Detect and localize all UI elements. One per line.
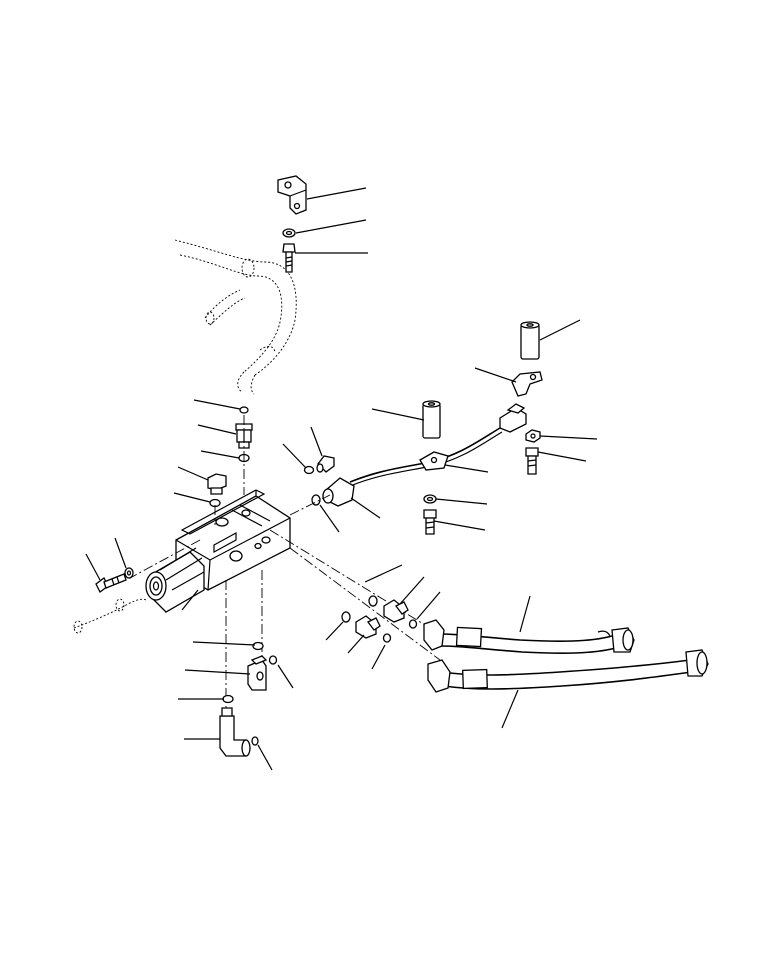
o-ring bbox=[268, 655, 278, 665]
o-ring bbox=[341, 611, 351, 623]
centerlines bbox=[129, 415, 441, 720]
straight-fitting bbox=[355, 615, 381, 639]
elbow-adapter bbox=[219, 707, 251, 757]
washer bbox=[282, 228, 296, 238]
bolt bbox=[95, 573, 127, 593]
cap-plug bbox=[316, 455, 335, 473]
o-ring bbox=[239, 406, 249, 414]
spacer-sleeve bbox=[422, 400, 441, 439]
o-ring bbox=[382, 633, 392, 643]
sensor-harness bbox=[322, 403, 527, 507]
hydraulic-hose bbox=[427, 649, 709, 693]
o-ring bbox=[251, 736, 259, 746]
o-ring bbox=[408, 619, 418, 629]
cable-clamp bbox=[511, 371, 543, 397]
nut bbox=[525, 429, 541, 443]
elbow-fitting bbox=[383, 599, 409, 623]
leader-lines bbox=[85, 187, 598, 771]
washer bbox=[423, 494, 437, 504]
plug bbox=[207, 473, 227, 495]
o-ring bbox=[252, 641, 264, 651]
washer bbox=[124, 567, 134, 579]
phantom-pipe bbox=[174, 239, 297, 395]
o-ring bbox=[303, 465, 315, 475]
screw bbox=[525, 447, 539, 475]
spacer-sleeve bbox=[520, 321, 540, 360]
bolt bbox=[282, 243, 296, 273]
lead-wire bbox=[73, 598, 147, 634]
bolt bbox=[423, 509, 437, 535]
solenoid-coil bbox=[145, 547, 205, 613]
hydraulic-hose bbox=[423, 619, 635, 654]
mounting-bracket bbox=[277, 175, 307, 215]
o-ring bbox=[222, 694, 234, 704]
adapter-fitting bbox=[235, 423, 253, 449]
o-ring bbox=[368, 595, 378, 607]
elbow-fitting bbox=[247, 655, 268, 691]
